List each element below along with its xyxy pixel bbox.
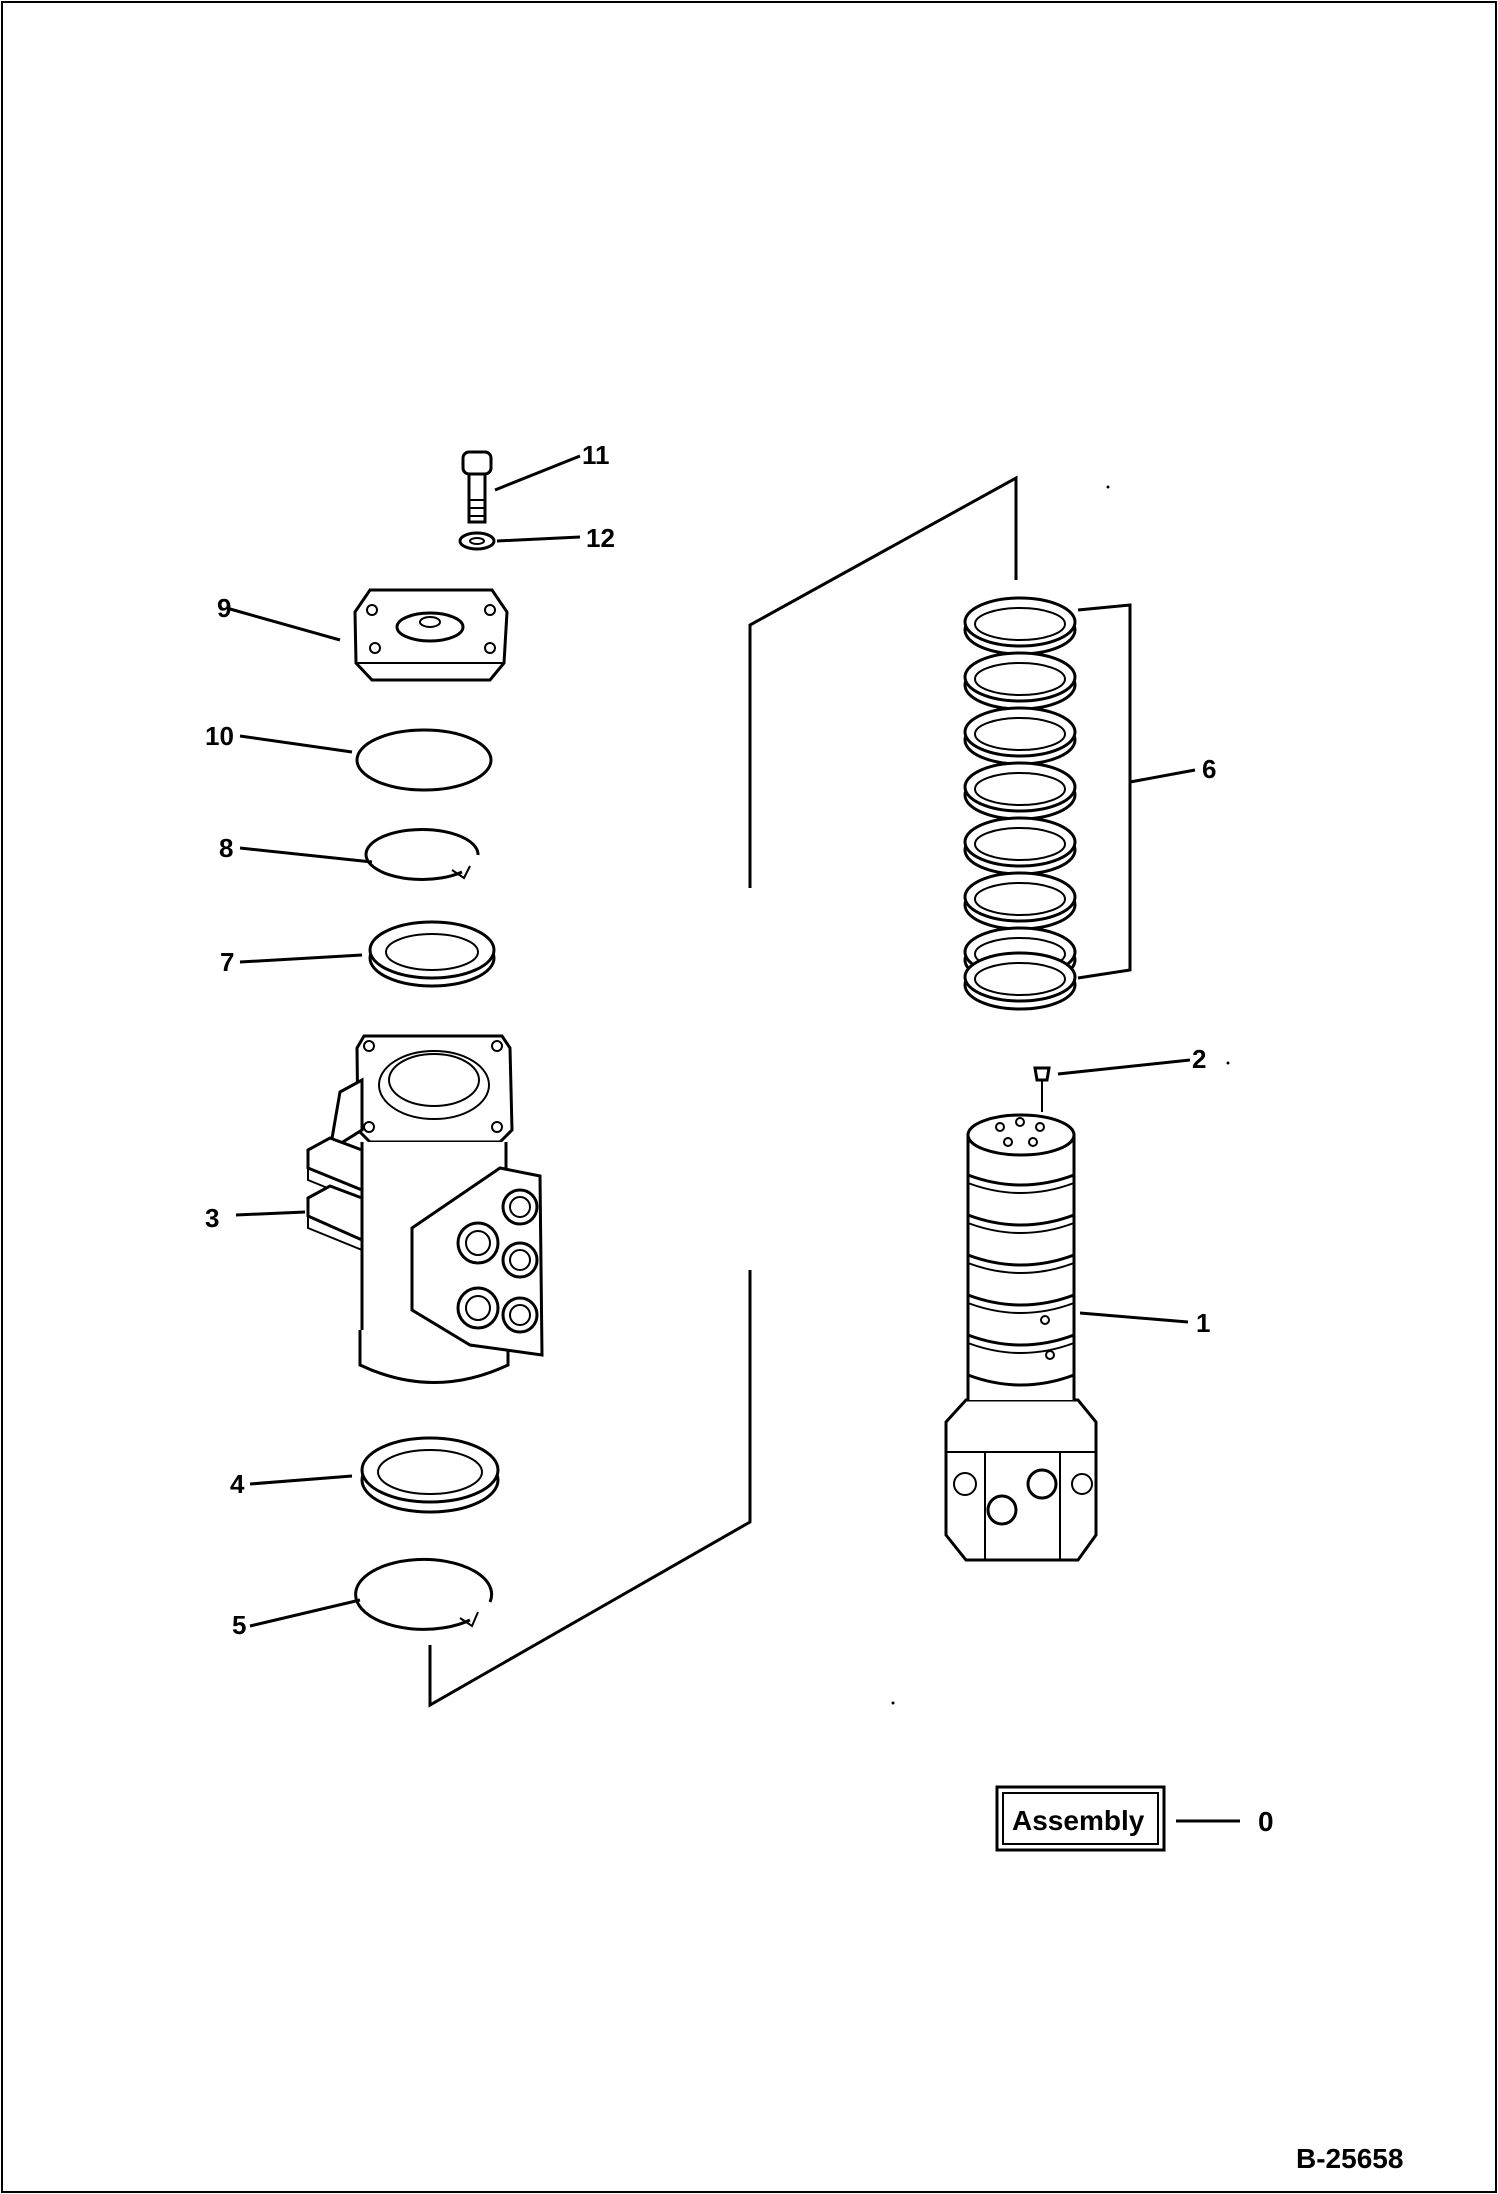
drawing-id: B-25658 — [1296, 2143, 1403, 2174]
part-label-6: 6 — [1202, 754, 1216, 784]
part-label-11: 11 — [582, 440, 610, 470]
leader-10 — [239, 734, 353, 754]
leader-7 — [239, 953, 363, 964]
snap-ring-part-5 — [354, 1557, 494, 1631]
washer-part-12 — [458, 531, 496, 551]
leader-2 — [1057, 1058, 1191, 1076]
leader-8 — [239, 846, 373, 864]
leader-6 — [1129, 768, 1196, 784]
part-label-4: 4 — [230, 1469, 245, 1499]
part-label-3: 3 — [205, 1203, 219, 1233]
assembly-callout: Assembly 0 — [995, 1785, 1274, 1852]
leader-3 — [235, 1210, 306, 1217]
part-label-2: 2 — [1192, 1044, 1206, 1074]
leader-1 — [1079, 1311, 1189, 1324]
leader-9 — [229, 607, 341, 642]
part-label-1: 1 — [1196, 1308, 1210, 1338]
swivel-body-part-3 — [306, 1034, 544, 1384]
cover-part-9 — [353, 588, 509, 682]
part-label-10: 10 — [205, 721, 234, 751]
seal-part-4 — [360, 1436, 500, 1514]
part-label-5: 5 — [232, 1610, 246, 1640]
part-label-8: 8 — [219, 833, 233, 863]
plug-part-2 — [1033, 1066, 1051, 1112]
assembly-bracket-lines — [428, 475, 1018, 1708]
assembly-label: Assembly — [1012, 1805, 1145, 1836]
part-label-12: 12 — [586, 523, 615, 553]
leader-12 — [496, 535, 581, 543]
seal-part-7 — [368, 920, 496, 988]
leader-4 — [249, 1474, 353, 1486]
leader-11 — [494, 454, 581, 492]
snap-ring-part-8 — [364, 828, 480, 881]
bolt-part-11 — [461, 450, 493, 524]
o-ring-part-10 — [355, 728, 493, 792]
assembly-number: 0 — [1258, 1806, 1274, 1837]
bracket-6 — [1077, 603, 1132, 980]
part-label-7: 7 — [220, 947, 234, 977]
part-label-9: 9 — [217, 593, 231, 623]
seal-stack-part-6 — [963, 596, 1077, 1011]
rotor-part-1 — [944, 1113, 1098, 1562]
leader-5 — [249, 1598, 361, 1628]
